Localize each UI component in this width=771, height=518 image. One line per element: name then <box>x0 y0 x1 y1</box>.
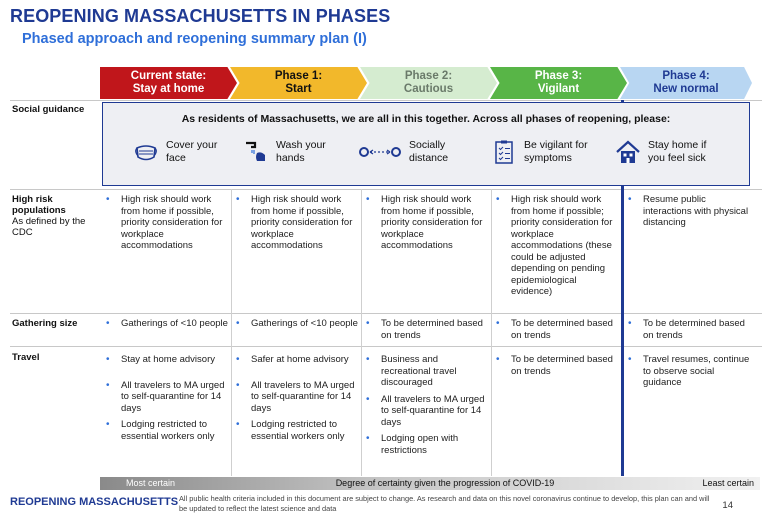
gathering-phase-3: To be determined based on trends <box>494 318 619 346</box>
certainty-caption: Degree of certainty given the progressio… <box>335 478 555 488</box>
list-item: To be determined based on trends <box>626 318 754 341</box>
row-divider <box>10 346 762 347</box>
guidance-label: Be vigilant for symptoms <box>524 139 588 164</box>
list-item: Lodging restricted to essential workers … <box>104 419 229 442</box>
checklist-icon <box>495 140 513 164</box>
list-item: Lodging restricted to essential workers … <box>234 419 359 442</box>
phase-2: Phase 2: Cautious <box>360 67 497 99</box>
list-item: Travel resumes, continue to observe soci… <box>626 354 754 389</box>
travel-current: Stay at home advisory All travelers to M… <box>104 354 229 447</box>
guidance-label: Socially distance <box>409 139 449 164</box>
guidance-cover-face: Cover your face <box>133 139 217 165</box>
footer-disclaimer: All public health criteria included in t… <box>179 494 710 513</box>
guidance-wash-hands: Wash your hands <box>243 139 326 165</box>
list-item: High risk should work from home if possi… <box>494 194 619 298</box>
travel-phase-4: Travel resumes, continue to observe soci… <box>626 354 754 394</box>
phase-label: Current state: <box>130 70 207 82</box>
list-item: High risk should work from home if possi… <box>104 194 229 252</box>
phase-1: Phase 1: Start <box>230 67 367 99</box>
row-label-high-risk-sub: As defined by the CDC <box>12 216 86 238</box>
row-label-social-guidance: Social guidance <box>12 104 85 115</box>
face-mask-icon <box>135 145 157 161</box>
phase-current-state: Current state: Stay at home <box>100 67 237 99</box>
phase-name: Vigilant <box>537 83 580 95</box>
phase-name: Start <box>285 83 312 95</box>
high-risk-phase-3: High risk should work from home if possi… <box>494 194 619 303</box>
travel-phase-1: Safer at home advisory All travelers to … <box>234 354 359 447</box>
phase-label: Phase 2: <box>404 70 453 82</box>
page-number: 14 <box>722 500 733 511</box>
phase-name: Cautious <box>403 83 454 95</box>
row-divider <box>10 189 762 190</box>
column-divider <box>231 189 232 476</box>
guidance-label: Wash your hands <box>276 139 326 164</box>
phase-3: Phase 3: Vigilant <box>490 67 627 99</box>
high-risk-phase-4: Resume public interactions with physical… <box>626 194 754 234</box>
list-item: Stay at home advisory <box>104 354 229 366</box>
page-subtitle: Phased approach and reopening summary pl… <box>22 31 367 47</box>
gathering-phase-1: Gatherings of <10 people <box>234 318 359 335</box>
guidance-label: Stay home if you feel sick <box>648 139 707 164</box>
phase-header: Current state: Stay at home Phase 1: Sta… <box>100 67 752 99</box>
gathering-phase-4: To be determined based on trends <box>626 318 754 346</box>
phase-name: Stay at home <box>132 83 205 95</box>
list-item: To be determined based on trends <box>364 318 489 341</box>
phase-name: New normal <box>653 83 719 95</box>
column-divider <box>361 189 362 476</box>
list-item: To be determined based on trends <box>494 354 619 377</box>
hand-washing-icon <box>246 141 265 161</box>
guidance-label: Cover your face <box>166 139 218 164</box>
row-label-high-risk-title: High risk populations <box>12 194 66 216</box>
list-item: All travelers to MA urged to self-quaran… <box>234 380 359 415</box>
high-risk-phase-1: High risk should work from home if possi… <box>234 194 359 257</box>
page-title: REOPENING MASSACHUSETTS IN PHASES <box>10 6 391 26</box>
travel-phase-3: To be determined based on trends <box>494 354 619 382</box>
social-guidance-box: As residents of Massachusetts, we are al… <box>102 102 750 186</box>
travel-phase-2: Business and recreational travel discour… <box>364 354 489 461</box>
row-label-travel: Travel <box>12 352 40 363</box>
certainty-least-label: Least certain <box>702 478 754 488</box>
guidance-social-distance: Socially distance <box>358 139 448 165</box>
phase-4: Phase 4: New normal <box>620 67 752 99</box>
list-item: All travelers to MA urged to self-quaran… <box>104 380 229 415</box>
row-label-gathering-size: Gathering size <box>12 318 78 329</box>
gathering-current: Gatherings of <10 people <box>104 318 229 335</box>
row-divider <box>10 313 762 314</box>
phase-label: Phase 4: <box>662 70 710 82</box>
list-item: Business and recreational travel discour… <box>364 354 489 389</box>
footer-brand: REOPENING MASSACHUSETTS <box>10 496 179 508</box>
list-item: Lodging open with restrictions <box>364 433 489 456</box>
list-item: Gatherings of <10 people <box>104 318 229 330</box>
gathering-phase-2: To be determined based on trends <box>364 318 489 346</box>
column-divider <box>491 189 492 476</box>
social-distance-icon <box>359 147 401 157</box>
guidance-vigilant-symptoms: Be vigilant for symptoms <box>491 139 588 165</box>
certainty-bar: Most certain Degree of certainty given t… <box>100 477 760 490</box>
phase-label: Phase 3: <box>534 70 583 82</box>
high-risk-current: High risk should work from home if possi… <box>104 194 229 257</box>
list-item: Safer at home advisory <box>234 354 359 366</box>
high-risk-phase-2: High risk should work from home if possi… <box>364 194 489 257</box>
list-item: To be determined based on trends <box>494 318 619 341</box>
phase-label: Phase 1: <box>274 70 323 82</box>
list-item: Resume public interactions with physical… <box>626 194 754 229</box>
list-item: Gatherings of <10 people <box>234 318 359 330</box>
row-label-high-risk: High risk populations As defined by the … <box>12 194 92 238</box>
certainty-most-label: Most certain <box>126 478 176 488</box>
list-item: High risk should work from home if possi… <box>364 194 489 252</box>
social-guidance-heading: As residents of Massachusetts, we are al… <box>181 113 671 125</box>
row-divider <box>10 100 762 101</box>
house-icon <box>616 140 640 163</box>
guidance-stay-home: Stay home if you feel sick <box>615 139 706 165</box>
list-item: All travelers to MA urged to self-quaran… <box>364 394 489 429</box>
current-position-line <box>621 100 624 476</box>
list-item: High risk should work from home if possi… <box>234 194 359 252</box>
